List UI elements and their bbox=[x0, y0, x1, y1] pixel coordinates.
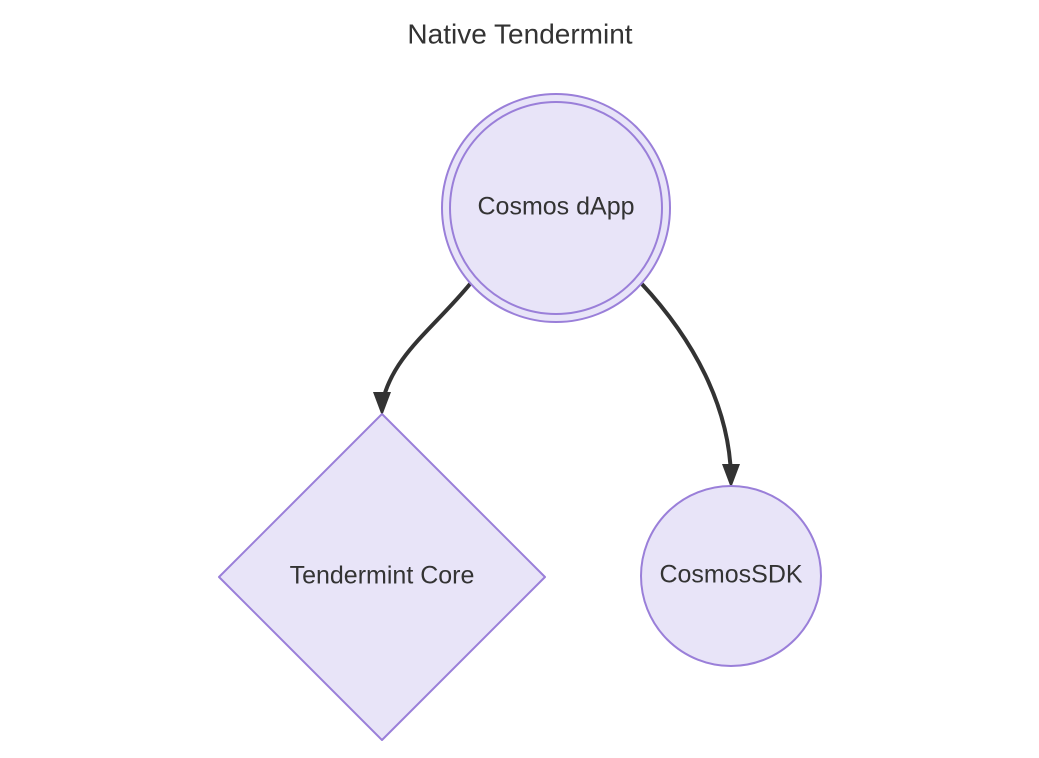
page-title: Native Tendermint bbox=[407, 18, 632, 49]
nodes-layer: Cosmos dApp Tendermint Core CosmosSDK bbox=[218, 93, 822, 741]
node-cosmos-dapp-inner-circle bbox=[449, 101, 663, 315]
node-cosmos-sdk-circle bbox=[640, 485, 822, 667]
edges-layer bbox=[373, 281, 740, 488]
edge-dapp-to-cosmossdk[interactable] bbox=[639, 281, 740, 488]
node-tendermint-core-diamond bbox=[218, 413, 546, 741]
node-tendermint-core[interactable]: Tendermint Core bbox=[218, 413, 546, 741]
arrowhead-icon-tendermint bbox=[373, 392, 391, 416]
node-tendermint-core-label: Tendermint Core bbox=[290, 562, 475, 590]
node-cosmos-sdk-label: CosmosSDK bbox=[659, 561, 802, 589]
node-cosmos-dapp-label: Cosmos dApp bbox=[477, 193, 634, 221]
edge-dapp-to-tendermint[interactable] bbox=[373, 282, 472, 416]
node-cosmos-dapp-outer-circle bbox=[441, 93, 671, 323]
node-cosmos-sdk[interactable]: CosmosSDK bbox=[640, 485, 822, 667]
node-cosmos-dapp[interactable]: Cosmos dApp bbox=[441, 93, 671, 323]
edge-path-dapp-cosmossdk bbox=[639, 281, 733, 478]
edge-path-dapp-tendermint bbox=[380, 282, 472, 406]
arrowhead-icon-cosmossdk bbox=[722, 464, 740, 488]
